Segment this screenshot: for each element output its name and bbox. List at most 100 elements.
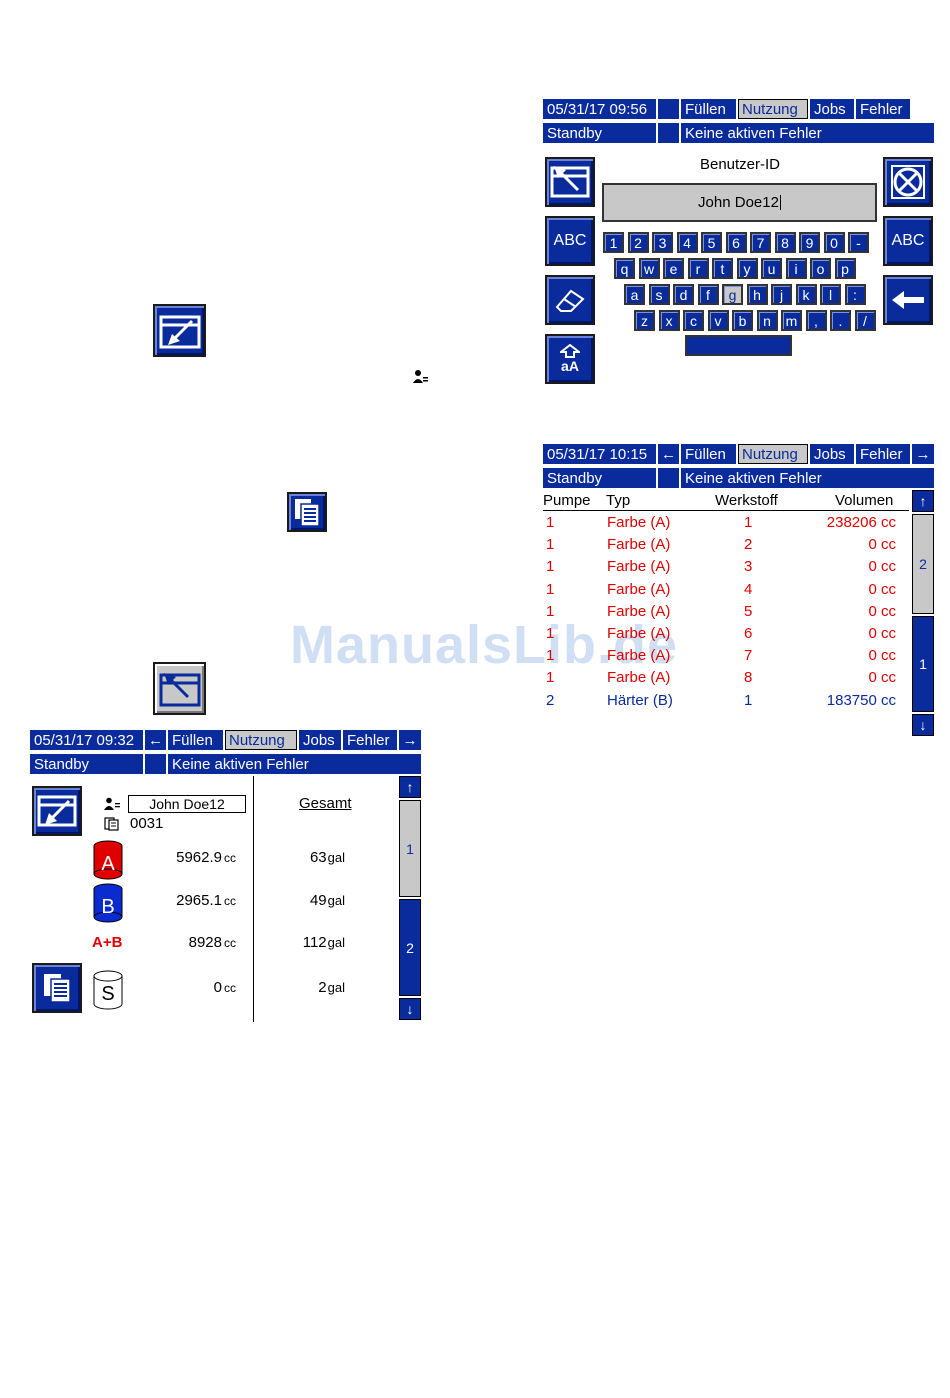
key[interactable]: a — [624, 284, 645, 305]
cell-volume: 0 cc — [868, 625, 896, 642]
cell-material: 2 — [744, 536, 753, 554]
key[interactable]: 6 — [725, 232, 747, 253]
key[interactable]: o — [810, 258, 831, 279]
abc-left-button[interactable]: ABC — [545, 216, 595, 266]
key[interactable]: f — [697, 284, 719, 305]
tab-fuellen[interactable]: Füllen — [681, 444, 736, 464]
key[interactable]: 4 — [676, 232, 698, 253]
key[interactable]: - — [848, 232, 869, 253]
key[interactable]: n — [756, 310, 778, 331]
key[interactable]: z — [634, 310, 655, 331]
key[interactable]: m — [781, 310, 802, 331]
tab-nutzung[interactable]: Nutzung — [738, 444, 808, 464]
cell-material: 4 — [744, 580, 753, 598]
key[interactable]: , — [805, 310, 827, 331]
key[interactable]: g — [722, 284, 743, 305]
key[interactable]: p — [834, 258, 856, 279]
scroll-page[interactable]: 2 — [399, 899, 421, 996]
tab-fuellen[interactable]: Füllen — [681, 99, 736, 119]
scroll-down-icon[interactable]: ↓ — [399, 998, 421, 1020]
arrow-left-icon[interactable]: ← — [145, 730, 166, 750]
key[interactable]: u — [761, 258, 782, 279]
key[interactable]: q — [614, 258, 635, 279]
key[interactable]: d — [673, 284, 694, 305]
tab-fehler[interactable]: Fehler — [856, 444, 910, 464]
tab-jobs[interactable]: Jobs — [810, 444, 854, 464]
key[interactable]: 1 — [603, 232, 624, 253]
scroll-page[interactable]: 1 — [912, 616, 934, 712]
space-key[interactable] — [685, 335, 792, 356]
cell-pump: 2 — [546, 691, 555, 709]
abc-right-button[interactable]: ABC — [883, 216, 933, 266]
key[interactable]: e — [663, 258, 684, 279]
cell-volume: 0 cc — [868, 602, 896, 620]
key[interactable]: 0 — [823, 232, 845, 253]
arrow-right-icon[interactable]: → — [399, 730, 421, 750]
key[interactable]: 3 — [652, 232, 673, 253]
key[interactable]: : — [844, 284, 866, 305]
key[interactable]: w — [638, 258, 660, 279]
cell-volume: 238206 cc — [826, 514, 896, 531]
tab-fehler[interactable]: Fehler — [856, 99, 910, 119]
eraser-button[interactable] — [545, 275, 595, 325]
key[interactable]: s — [648, 284, 670, 305]
material-s-icon: S — [92, 970, 124, 1015]
key[interactable]: l — [820, 284, 841, 305]
key[interactable]: 5 — [701, 232, 722, 253]
shift-arrow-icon — [560, 344, 580, 358]
tab-fuellen[interactable]: Füllen — [168, 730, 223, 750]
user-name-field[interactable]: John Doe12 — [128, 795, 246, 813]
key[interactable]: k — [795, 284, 817, 305]
scroll-down-icon[interactable]: ↓ — [912, 714, 934, 736]
cancel-button[interactable] — [883, 157, 933, 207]
key[interactable]: i — [785, 258, 807, 279]
key[interactable]: t — [712, 258, 733, 279]
key[interactable]: / — [854, 310, 876, 331]
key[interactable]: y — [736, 258, 758, 279]
tab-fehler[interactable]: Fehler — [343, 730, 397, 750]
arrow-right-icon[interactable]: → — [912, 444, 934, 464]
backspace-button[interactable] — [883, 275, 933, 325]
tab-jobs[interactable]: Jobs — [299, 730, 341, 750]
arrow-left-icon[interactable]: ← — [658, 444, 679, 464]
scroll-up-icon[interactable]: ↑ — [912, 490, 934, 512]
tab-jobs[interactable]: Jobs — [810, 99, 854, 119]
shift-button[interactable]: aA — [545, 334, 595, 384]
back-button[interactable] — [545, 157, 595, 207]
key[interactable]: 7 — [750, 232, 771, 253]
material-ab-label: A+B — [92, 934, 123, 951]
text-cursor — [779, 195, 781, 210]
datetime: 05/31/17 09:32 — [30, 730, 143, 750]
key[interactable]: v — [707, 310, 729, 331]
edit-user-button[interactable] — [32, 786, 82, 836]
tab-nutzung[interactable]: Nutzung — [738, 99, 808, 119]
scroll-up-icon[interactable]: ↑ — [399, 776, 421, 798]
cell-pump: 1 — [546, 514, 555, 531]
spacer-cell — [145, 754, 166, 774]
value-number: 0 — [213, 979, 222, 996]
spacer-cell — [658, 123, 679, 143]
cell-pump: 1 — [546, 647, 555, 665]
scroll-page[interactable]: 1 — [399, 800, 421, 897]
key[interactable]: h — [746, 284, 768, 305]
tab-nutzung[interactable]: Nutzung — [225, 730, 297, 750]
key[interactable]: x — [658, 310, 680, 331]
key[interactable]: . — [830, 310, 851, 331]
user-id-input[interactable]: John Doe12 — [602, 183, 877, 222]
cell-material: 3 — [744, 558, 753, 576]
key[interactable]: r — [687, 258, 709, 279]
report-button[interactable] — [32, 963, 82, 1013]
key[interactable]: 2 — [627, 232, 649, 253]
scroll-page[interactable]: 2 — [912, 514, 934, 614]
value-unit: cc — [224, 851, 236, 865]
key[interactable]: c — [683, 310, 704, 331]
error-status: Keine aktiven Fehler — [681, 123, 934, 143]
key[interactable]: b — [732, 310, 753, 331]
key[interactable]: j — [771, 284, 792, 305]
cell-material: 1 — [744, 691, 753, 709]
key[interactable]: 8 — [774, 232, 796, 253]
cell-type: Farbe (A) — [607, 647, 671, 665]
key[interactable]: 9 — [799, 232, 820, 253]
